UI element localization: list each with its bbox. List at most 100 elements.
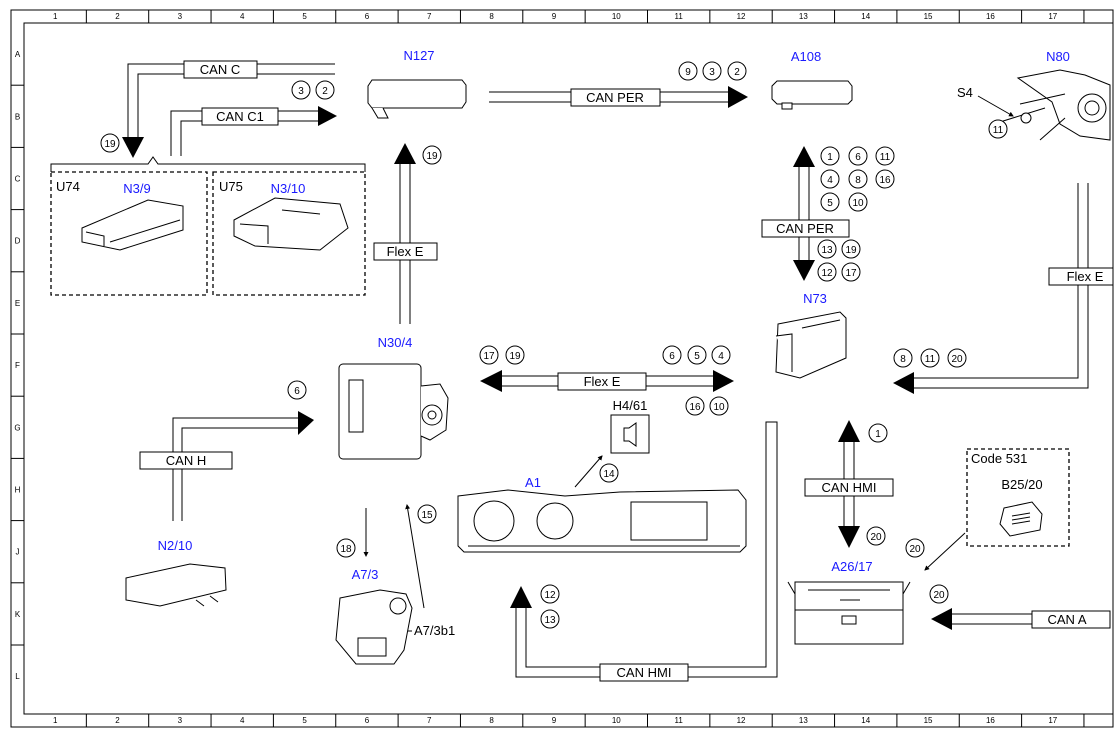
n127-module — [367, 79, 467, 119]
bus-label-flex-e-left: Flex E — [387, 244, 424, 259]
column-tick-label: 2 — [115, 12, 120, 21]
label-b25-20: B25/20 — [1001, 477, 1042, 492]
signal-circle: 10 — [848, 192, 868, 212]
column-tick-label: 14 — [861, 12, 870, 21]
column-tick-label: 3 — [178, 12, 183, 21]
row-tick-label: D — [15, 237, 21, 246]
signal-circle: 1 — [868, 423, 888, 443]
column-tick-label: 9 — [552, 716, 557, 725]
a7-3-unit — [335, 589, 413, 665]
bus-label-can-hmi-right: CAN HMI — [822, 480, 877, 495]
column-tick-label: 3 — [178, 716, 183, 725]
svg-text:13: 13 — [544, 615, 556, 626]
signal-circle: 3 — [702, 61, 722, 81]
signal-circle: 17 — [841, 262, 861, 282]
bus-label-can-c1: CAN C1 — [216, 109, 264, 124]
svg-text:6: 6 — [855, 152, 861, 163]
label-a7-3b1: A7/3b1 — [414, 623, 455, 638]
signal-circle: 11 — [920, 348, 940, 368]
a1-cluster — [457, 489, 747, 553]
column-tick-label: 15 — [924, 716, 933, 725]
label-a26-17: A26/17 — [831, 559, 872, 574]
signal-circle: 20 — [905, 538, 925, 558]
bus-label-can-c: CAN C — [200, 62, 240, 77]
svg-text:20: 20 — [951, 354, 963, 365]
bus-lines — [127, 63, 1110, 678]
svg-text:12: 12 — [544, 590, 556, 601]
signal-circle: 5 — [687, 345, 707, 365]
pointer-arrows — [363, 95, 1014, 632]
svg-text:20: 20 — [870, 532, 882, 543]
column-tick-label: 13 — [799, 716, 808, 725]
signal-circle: 16 — [685, 396, 705, 416]
signal-circle: 19 — [100, 133, 120, 153]
svg-text:2: 2 — [734, 67, 740, 78]
svg-text:13: 13 — [821, 245, 833, 256]
signal-circle: 5 — [820, 192, 840, 212]
signal-circle: 12 — [817, 262, 837, 282]
signal-circle: 8 — [893, 348, 913, 368]
column-tick-label: 4 — [240, 12, 245, 21]
a108-module — [771, 80, 853, 110]
label-s4: S4 — [957, 85, 973, 100]
label-a1: A1 — [525, 475, 541, 490]
bus-label-flex-e-mid: Flex E — [584, 374, 621, 389]
label-n73: N73 — [803, 291, 827, 306]
svg-text:17: 17 — [845, 268, 857, 279]
signal-number-circles: 3 2 9 3 2 19 19 11 1 6 11 4 8 16 5 10 13… — [100, 61, 1008, 629]
signal-circle: 20 — [947, 348, 967, 368]
signal-circle: 11 — [875, 146, 895, 166]
u74-u75-bracket — [50, 156, 366, 172]
svg-text:8: 8 — [900, 354, 906, 365]
label-u75: U75 — [219, 179, 243, 194]
column-tick-label: 17 — [1048, 12, 1057, 21]
signal-circle: 17 — [479, 345, 499, 365]
signal-circle: 20 — [929, 584, 949, 604]
column-tick-label: 2 — [115, 716, 120, 725]
svg-text:9: 9 — [685, 67, 691, 78]
column-tick-label: 14 — [861, 716, 870, 725]
bus-label-boxes — [139, 60, 1114, 682]
column-tick-label: 10 — [612, 716, 621, 725]
label-code-531: Code 531 — [971, 451, 1027, 466]
svg-text:3: 3 — [709, 67, 715, 78]
svg-text:4: 4 — [827, 175, 833, 186]
label-n2-10: N2/10 — [158, 538, 193, 553]
signal-circle: 1 — [820, 146, 840, 166]
n3-9-ecu — [81, 199, 184, 251]
signal-circle: 6 — [848, 146, 868, 166]
row-tick-label: F — [15, 361, 20, 370]
row-tick-label: G — [14, 423, 20, 432]
signal-circle: 8 — [848, 169, 868, 189]
svg-text:19: 19 — [845, 245, 857, 256]
svg-text:8: 8 — [855, 175, 861, 186]
label-n3-10: N3/10 — [271, 181, 306, 196]
row-tick-label: H — [15, 486, 21, 495]
column-tick-label: 5 — [302, 12, 307, 21]
column-tick-label: 11 — [675, 12, 684, 21]
svg-text:6: 6 — [294, 386, 300, 397]
column-tick-label: 10 — [612, 12, 621, 21]
svg-text:19: 19 — [509, 351, 521, 362]
signal-circle: 2 — [727, 61, 747, 81]
column-tick-label: 12 — [737, 12, 746, 21]
component-labels: N127 A108 N80 S4 U74 N3/9 U75 N3/10 N73 … — [56, 48, 1070, 638]
h4-61-speaker — [610, 414, 650, 454]
n2-10-module — [125, 563, 227, 607]
signal-circle: 4 — [820, 169, 840, 189]
component-sketches — [81, 69, 1111, 665]
signal-circle: 19 — [841, 239, 861, 259]
column-tick-label: 6 — [365, 716, 370, 725]
signal-circle: 13 — [540, 609, 560, 629]
row-tick-label: E — [15, 299, 20, 308]
column-tick-label: 15 — [924, 12, 933, 21]
bus-label-can-per-mid: CAN PER — [776, 221, 834, 236]
svg-text:20: 20 — [933, 590, 945, 601]
column-tick-label: 6 — [365, 12, 370, 21]
svg-text:6: 6 — [669, 351, 675, 362]
column-tick-label: 17 — [1048, 716, 1057, 725]
label-n30-4: N30/4 — [378, 335, 413, 350]
label-n127: N127 — [403, 48, 434, 63]
row-tick-label: J — [16, 548, 20, 557]
signal-circle: 16 — [875, 169, 895, 189]
